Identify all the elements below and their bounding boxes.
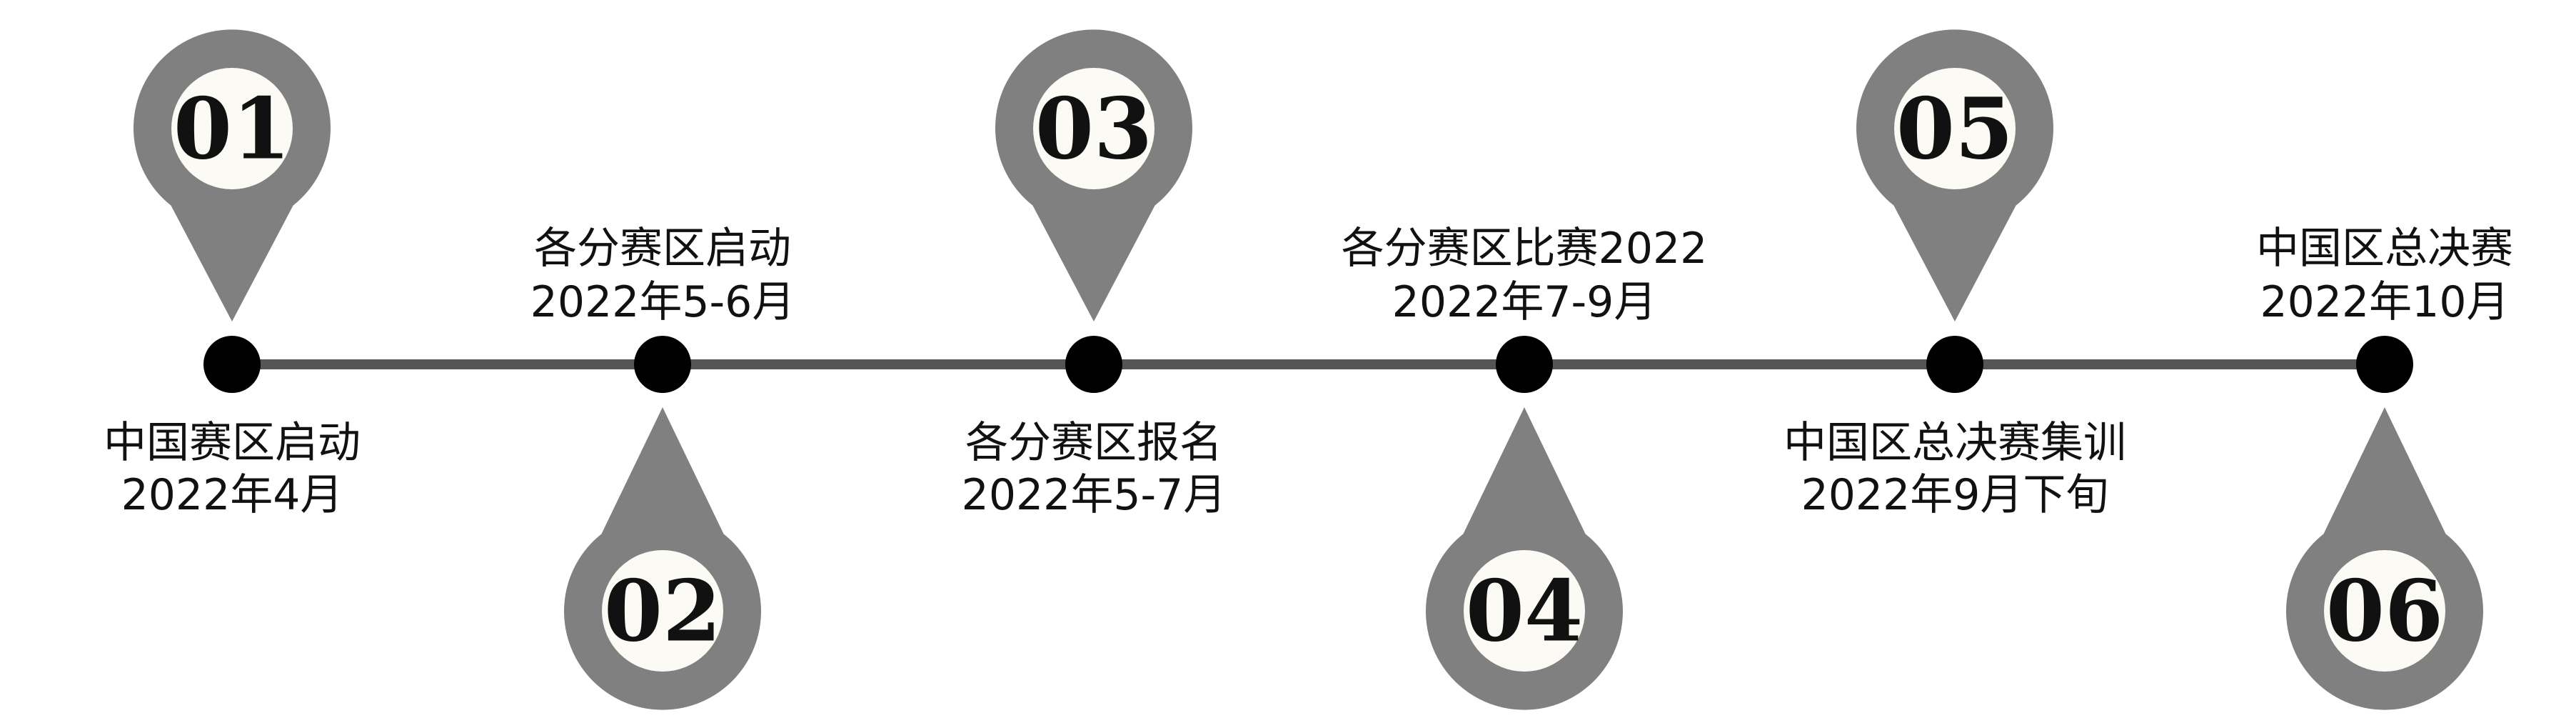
milestone-number: 02 xyxy=(604,562,721,661)
milestone-number: 06 xyxy=(2326,562,2443,661)
milestone-title: 各分赛区报名 xyxy=(965,418,1222,468)
milestone-title: 中国区总决赛 xyxy=(2256,224,2513,274)
timeline-dot xyxy=(1065,336,1122,393)
pin-inner-circle xyxy=(1464,550,1585,672)
milestone-date: 2022年5-7月 xyxy=(962,470,1227,520)
pin-inner-circle xyxy=(171,68,293,189)
pin-inner-circle xyxy=(602,550,723,672)
pin-inner-circle xyxy=(1894,68,2016,189)
milestone-date: 2022年4月 xyxy=(121,470,343,520)
timeline-dot xyxy=(203,336,261,393)
milestone-number: 01 xyxy=(173,79,291,179)
milestone-number: 05 xyxy=(1896,79,2013,179)
milestone-number: 04 xyxy=(1466,562,1583,661)
milestone-title: 中国区总决赛集训 xyxy=(1783,418,2126,468)
milestone-title: 各分赛区比赛2022 xyxy=(1342,224,1708,274)
milestone-date: 2022年9月下旬 xyxy=(1801,470,2109,520)
milestone-title: 中国赛区启动 xyxy=(104,418,361,468)
milestone-date: 2022年5-6月 xyxy=(530,277,795,327)
milestone-title: 各分赛区启动 xyxy=(534,224,791,274)
timeline-dot xyxy=(2356,336,2413,393)
milestone-number: 03 xyxy=(1035,79,1152,179)
timeline-dot xyxy=(1926,336,1983,393)
pin-inner-circle xyxy=(1033,68,1154,189)
timeline-dot xyxy=(1496,336,1553,393)
timeline-dot xyxy=(634,336,691,393)
milestone-date: 2022年7-9月 xyxy=(1392,277,1657,327)
pin-inner-circle xyxy=(2324,550,2445,672)
milestone-date: 2022年10月 xyxy=(2260,277,2509,327)
